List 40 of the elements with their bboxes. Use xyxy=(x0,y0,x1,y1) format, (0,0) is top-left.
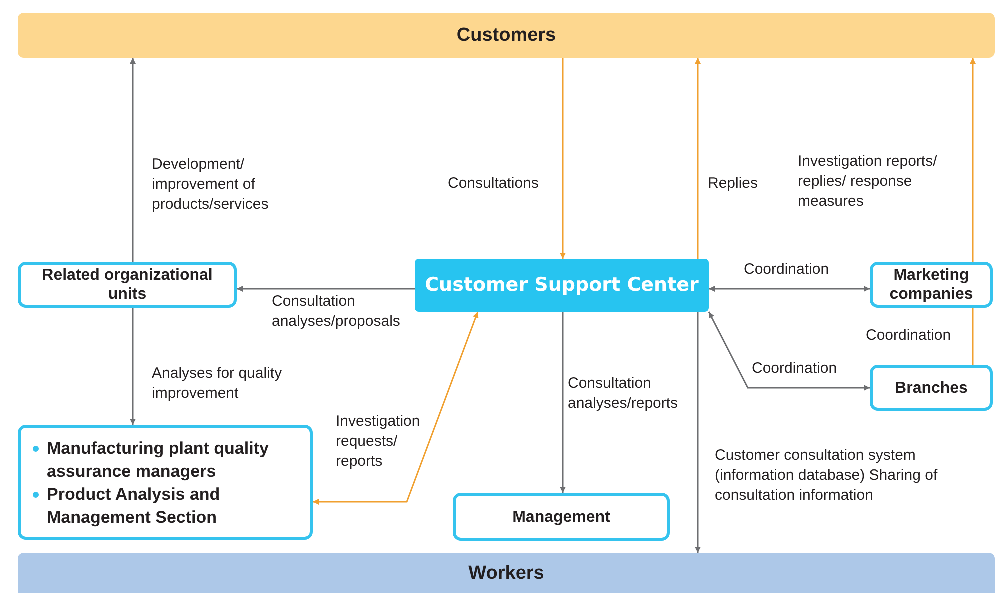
arrow xyxy=(695,58,701,259)
edge-label: Coordination xyxy=(752,359,838,379)
edge-label: Coordination xyxy=(744,260,830,280)
arrow xyxy=(237,286,415,292)
process-box xyxy=(453,493,670,541)
arrow xyxy=(560,58,566,259)
process-box xyxy=(18,262,237,308)
node-label: Related organizational units xyxy=(41,266,214,304)
node-label: Marketing companies xyxy=(888,266,974,304)
edge-label: Investigation reports/ replies/ response measures xyxy=(798,152,938,212)
node-label: Manufacturing plant quality assurance managers xyxy=(47,438,270,482)
node-label: Management xyxy=(512,508,610,526)
arrow xyxy=(130,308,136,425)
arrow xyxy=(695,312,701,553)
arrow xyxy=(560,312,566,493)
arrow xyxy=(130,58,136,262)
process-box xyxy=(870,262,993,308)
arrow xyxy=(970,58,976,262)
node-label: Product Analysis and Management Section xyxy=(47,484,222,528)
edge-label: Investigation requests/ reports xyxy=(336,412,422,472)
process-box xyxy=(870,365,993,411)
edge-label: Customer consultation system (information database) Sharing of consultation information xyxy=(715,446,939,506)
arrow xyxy=(313,312,479,505)
arrow xyxy=(709,286,870,292)
edge-label: Analyses for quality improvement xyxy=(152,364,284,404)
edge-label: Coordination xyxy=(866,326,952,346)
band xyxy=(18,13,995,58)
band xyxy=(18,553,995,593)
node-label: Branches xyxy=(895,378,968,398)
node-label: Customers xyxy=(456,26,556,45)
edge-label: Development/ improvement of products/services xyxy=(152,155,270,215)
process-box xyxy=(415,259,709,312)
edge-label: Replies xyxy=(708,174,760,194)
process-box xyxy=(18,425,313,540)
edge-label: Consultation analyses/proposals xyxy=(272,292,402,332)
edge-label: Consultations xyxy=(448,174,540,194)
node-label: Customer Support Center xyxy=(425,276,699,295)
arrow xyxy=(708,312,870,391)
edge-label: Consultation analyses/reports xyxy=(568,374,680,414)
node-label: Workers xyxy=(468,564,544,582)
